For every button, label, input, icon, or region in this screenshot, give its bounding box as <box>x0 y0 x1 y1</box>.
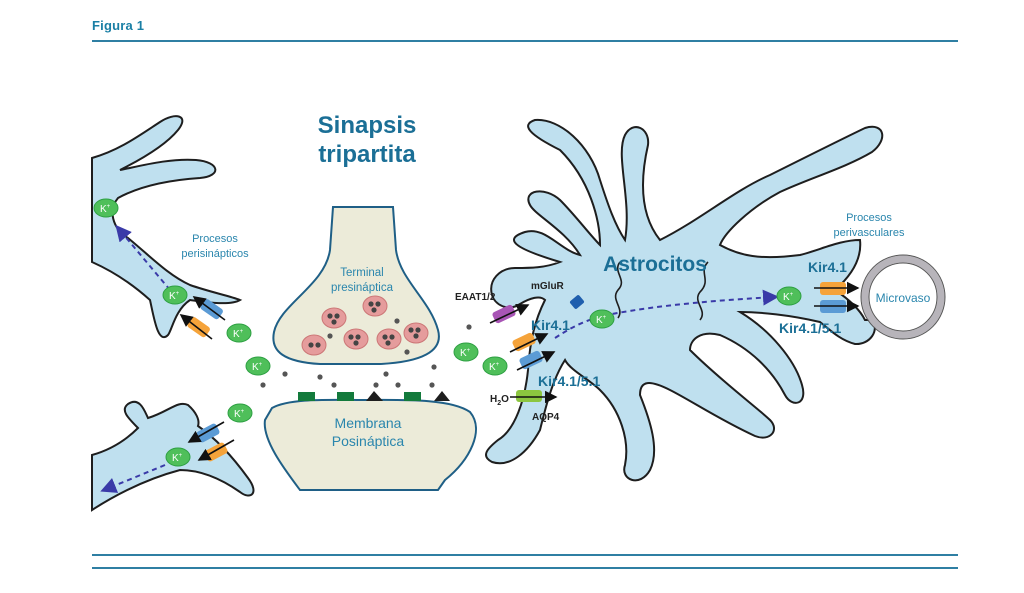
vesicle <box>343 328 369 350</box>
postsynaptic-label-line1: Membrana <box>335 415 402 431</box>
gap-junction-right <box>696 261 709 321</box>
presynaptic-label-line1: Terminal <box>340 267 383 279</box>
kir41-channel-perivascular <box>814 281 860 295</box>
perisynaptic-label-line1: Procesos <box>192 233 238 245</box>
figure-label: Figura 1 <box>92 18 145 33</box>
microvessel-ring <box>861 255 945 339</box>
perisynaptic-label-line2: perisinápticos <box>181 248 249 260</box>
eaat-transporter <box>489 304 530 324</box>
potassium-ion: K+ <box>482 356 508 376</box>
microvessel-inner-edge <box>868 262 938 332</box>
potassium-ion: K+ <box>245 356 271 376</box>
k-flow-arrow-upper <box>115 224 171 291</box>
svg-text:K+: K+ <box>489 362 500 373</box>
presynaptic-label-line2: presináptica <box>331 282 394 294</box>
kir41-label-astrocyte: Kir4.1 <box>531 317 570 333</box>
microvessel-outer-edge <box>860 254 946 340</box>
microvessel-label: Microvaso <box>876 291 931 305</box>
eaat-label: EAAT1/2 <box>455 292 496 303</box>
postsynaptic-receptors <box>298 391 450 401</box>
kir41-label-perivascular: Kir4.1 <box>808 259 847 275</box>
astrocyte-body <box>485 118 884 482</box>
perisynaptic-process-upper <box>91 115 243 339</box>
k-flow-arrow-lower <box>100 464 166 493</box>
potassium-ion: K+ <box>227 403 253 423</box>
kir41-channel-astrocyte <box>509 332 549 353</box>
potassium-ion: K+ <box>226 323 252 343</box>
svg-text:K+: K+ <box>460 348 471 359</box>
potassium-ion: K+ <box>162 285 188 305</box>
vesicle <box>321 307 347 329</box>
kir4151-channel-astrocyte <box>516 350 556 371</box>
header-rule <box>92 40 958 42</box>
synaptic-vesicles <box>301 295 429 356</box>
kir4151-channel-lower-left <box>187 421 225 443</box>
postsynaptic-label-line2: Posináptica <box>332 433 405 449</box>
kir4151-channel-perivascular <box>814 299 860 313</box>
kir4151-channel-upper-left <box>192 296 226 321</box>
svg-text:K+: K+ <box>252 362 263 373</box>
svg-text:K+: K+ <box>169 291 180 302</box>
receptor-green <box>298 392 315 401</box>
diagram-title-line2: tripartita <box>318 141 416 168</box>
vesicle <box>301 334 327 356</box>
receptor-green <box>404 392 421 401</box>
mglur-label: mGluR <box>531 281 565 292</box>
svg-text:K+: K+ <box>234 409 245 420</box>
receptor-black <box>434 391 450 401</box>
kir4151-label-perivascular: Kir4.1/5.1 <box>779 320 841 336</box>
mglur-receptor <box>570 295 584 309</box>
svg-text:K+: K+ <box>172 453 183 464</box>
vesicle <box>362 295 388 317</box>
astrocytes-label: Astrocitos <box>603 253 707 276</box>
potassium-ion: K+ <box>165 447 191 467</box>
footer-rule-lower <box>92 567 958 569</box>
svg-text:K+: K+ <box>783 292 794 303</box>
kir4151-label-astrocyte: Kir4.1/5.1 <box>538 373 600 389</box>
gap-junction-left <box>614 261 623 319</box>
aqp4-channel <box>510 390 558 404</box>
perivascular-label-line2: perivasculares <box>834 227 905 239</box>
footer-rule-upper <box>92 554 958 556</box>
water-label: H2O <box>490 394 509 407</box>
potassium-ion: K+ <box>589 309 615 329</box>
kir41-channel-upper-left <box>179 314 213 340</box>
svg-text:K+: K+ <box>596 315 607 326</box>
kir41-channel-lower-left <box>197 439 235 462</box>
potassium-ion: K+ <box>93 198 119 218</box>
presynaptic-terminal <box>272 206 440 365</box>
svg-text:K+: K+ <box>100 204 111 215</box>
svg-text:K+: K+ <box>233 329 244 340</box>
vesicle <box>376 328 402 350</box>
vesicle <box>403 322 429 344</box>
potassium-ion: K+ <box>453 342 479 362</box>
receptor-black <box>366 391 383 401</box>
diagram-title-line1: Sinapsis <box>318 112 417 139</box>
potassium-ion: K+ <box>776 286 802 306</box>
perivascular-label-line1: Procesos <box>846 212 892 224</box>
aqp4-label: AQP4 <box>532 412 560 423</box>
receptor-green <box>337 392 354 401</box>
